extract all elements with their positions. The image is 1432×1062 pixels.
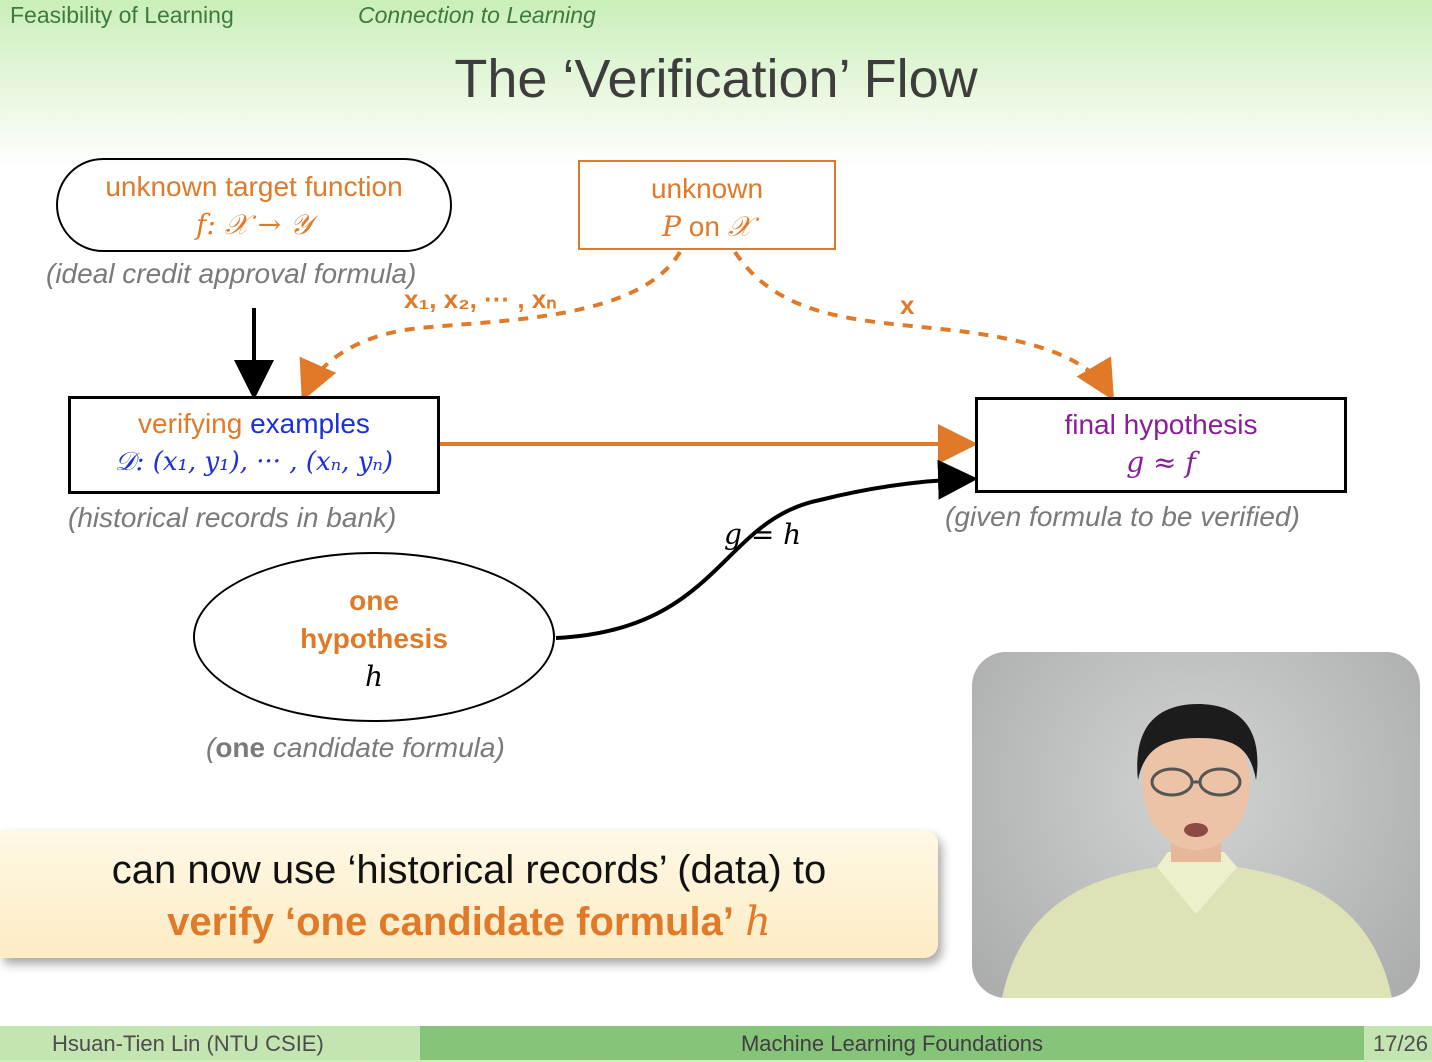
hypothesis-to-final-arrow — [555, 459, 978, 640]
distribution-label: unknown — [650, 173, 764, 204]
target-function-formula: f: 𝒳 → 𝒴 — [196, 208, 312, 241]
slide-footer: Hsuan-Tien Lin (NTU CSIE) Machine Learni… — [0, 1026, 1432, 1060]
hypothesis-var: h — [364, 660, 384, 693]
g-equals-h-label: g = h — [724, 518, 802, 551]
final-hypothesis-node: final hypothesis g ≈ f — [975, 397, 1347, 493]
hypothesis-line-one: one — [349, 585, 399, 616]
hypothesis-caption: (one candidate formula) — [206, 732, 505, 764]
distribution-x: 𝒳 — [727, 210, 752, 243]
final-hypothesis-caption: (given formula to be verified) — [945, 501, 1300, 532]
sample-arrow-right — [733, 250, 1115, 401]
callout-line-two: verify ‘one candidate formula’ — [167, 900, 734, 944]
slide-title: The ‘Verification’ Flow — [454, 49, 978, 109]
footer-page-bar: 17/26 — [1364, 1026, 1432, 1060]
hypothesis-caption-open: ( — [206, 732, 216, 763]
target-function-label: unknown target function — [105, 171, 403, 202]
one-hypothesis-node: one hypothesis h — [193, 552, 555, 722]
x-label: x — [900, 290, 915, 320]
target-function-node: unknown target function f: 𝒳 → 𝒴 — [56, 158, 452, 252]
final-hypothesis-label: final hypothesis — [1064, 409, 1258, 440]
sample-arrow-left — [299, 250, 682, 402]
nav-subsection[interactable]: Connection to Learning — [358, 2, 596, 28]
distribution-p: P — [662, 210, 682, 243]
nav-section[interactable]: Feasibility of Learning — [10, 2, 234, 28]
examples-word-examples: examples — [242, 408, 370, 439]
hypothesis-caption-bold: one — [215, 732, 266, 763]
examples-word-verifying: verifying — [138, 408, 243, 439]
examples-formula: 𝒟: (x₁, y₁), ··· , (xₙ, yₙ) — [114, 447, 394, 477]
hypothesis-caption-rest: candidate formula) — [265, 732, 505, 763]
verifying-examples-node: verifying examples 𝒟: (x₁, y₁), ··· , (x… — [68, 396, 440, 494]
presenter-image — [1002, 704, 1392, 998]
examples-caption: (historical records in bank) — [68, 502, 397, 533]
summary-callout: can now use ‘historical records’ (data) … — [0, 830, 938, 958]
target-function-caption: (ideal credit approval formula) — [46, 258, 417, 289]
distribution-node: unknown P on 𝒳 — [578, 160, 836, 250]
hypothesis-line-two: hypothesis — [300, 623, 448, 654]
footer-page: 17/26 — [1372, 1031, 1428, 1056]
callout-var: h — [745, 899, 771, 945]
presenter-video[interactable] — [972, 652, 1420, 998]
footer-author-bar: Hsuan-Tien Lin (NTU CSIE) — [0, 1026, 420, 1060]
samples-label: x₁, x₂, ··· , xₙ — [404, 284, 557, 314]
footer-course-bar: Machine Learning Foundations — [420, 1026, 1364, 1060]
callout-line-one: can now use ‘historical records’ (data) … — [111, 848, 827, 892]
footer-author: Hsuan-Tien Lin (NTU CSIE) — [52, 1031, 324, 1056]
distribution-on: on — [681, 211, 728, 242]
final-hypothesis-formula: g ≈ f — [1126, 446, 1196, 479]
footer-course: Machine Learning Foundations — [740, 1031, 1044, 1056]
